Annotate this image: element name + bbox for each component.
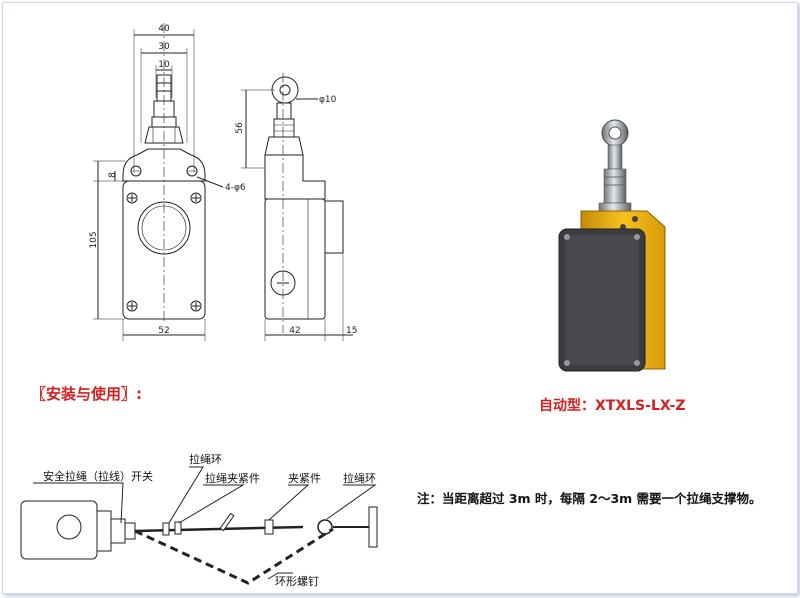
dim-56: 56 [235,122,245,134]
product-illustration [558,119,666,372]
eyelet-ring [601,119,629,147]
front-view [93,23,224,341]
installation-note: 注：当距离超过 3m 时，每隔 2～3m 需要一个拉绳支撑物。 [417,491,762,506]
ring-label-right: 拉绳环 [343,471,376,485]
install-heading: 〖安装与使用〗: [31,385,142,403]
side-view [241,73,353,341]
dim-42: 42 [289,326,300,336]
ring-label-left: 拉绳环 [189,452,222,466]
dim-10: 10 [158,60,170,70]
dim-52: 52 [158,326,169,336]
switch-label: 安全拉绳（拉线）开关 [43,469,153,483]
eyelet-diameter: φ10 [319,95,337,105]
installation-diagram: 安全拉绳（拉线）开关 拉绳环 拉绳夹紧件 夹紧件 拉绳环 环形螺钉 [20,452,378,588]
front-corner-screws [126,192,202,312]
dim-105: 105 [89,231,99,248]
switch-unit [20,500,136,560]
screw-label: 环形螺钉 [275,575,319,588]
clamp-label-left: 拉绳夹紧件 [205,471,260,485]
model-label: 自动型：XTXLS-LX-Z [539,398,686,414]
dim-8: 8 [108,172,118,178]
clamp-label-mid: 夹紧件 [288,472,321,485]
dim-30: 30 [158,42,170,52]
hole-callout: 4-φ6 [225,183,246,193]
dark-cover [558,228,646,372]
dim-40: 40 [158,24,170,34]
dim-15: 15 [346,326,357,336]
technical-drawing: 40 30 10 8 105 52 4-φ6 56 φ10 42 15 [89,23,357,341]
